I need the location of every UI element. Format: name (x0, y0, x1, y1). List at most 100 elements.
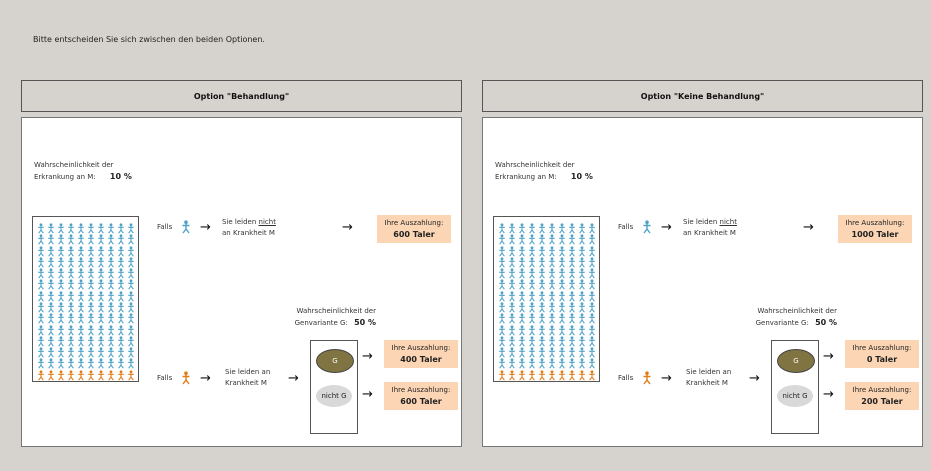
healthy-person-icon (577, 354, 587, 369)
healthy-person-icon (527, 219, 537, 234)
healthy-person-icon (517, 230, 527, 245)
healthy-person-icon (567, 264, 577, 279)
healthy-person-icon (587, 354, 597, 369)
healthy-person-icon (547, 253, 557, 268)
healthy-person-icon (497, 321, 507, 336)
healthy-person-icon (116, 219, 126, 234)
arrow-right-icon: → (803, 220, 814, 235)
healthy-person-icon (56, 264, 66, 279)
option-keine-behandlung-button[interactable]: Option "Keine Behandlung" (482, 80, 923, 112)
healthy-person-icon (557, 242, 567, 257)
sick-person-icon (547, 366, 557, 381)
healthy-person-icon (126, 309, 136, 324)
gene-prob-label: Wahrscheinlichkeit der Genvariante G: 50… (745, 306, 837, 329)
arrow-right-icon: → (749, 371, 760, 386)
healthy-person-icon (86, 298, 96, 313)
healthy-person-icon (46, 253, 56, 268)
healthy-person-icon (56, 287, 66, 302)
sick-person-icon (46, 366, 56, 381)
healthy-person-icon (517, 253, 527, 268)
healthy-person-icon (36, 219, 46, 234)
healthy-person-icon (76, 298, 86, 313)
healthy-person-icon (537, 343, 547, 358)
healthy-person-icon (116, 253, 126, 268)
gene-not-g-ellipse: nicht G (316, 385, 352, 407)
healthy-person-icon (547, 354, 557, 369)
healthy-person-icon (76, 242, 86, 257)
healthy-person-icon (517, 309, 527, 324)
healthy-person-icon (66, 332, 76, 347)
disease-prob-label: Wahrscheinlichkeit der Erkrankung an M: … (495, 160, 593, 183)
healthy-person-icon (126, 242, 136, 257)
healthy-person-icon (547, 242, 557, 257)
sick-person-icon (126, 366, 136, 381)
sick-person-icon (527, 366, 537, 381)
healthy-person-icon (46, 332, 56, 347)
healthy-person-icon (66, 242, 76, 257)
healthy-person-icon (66, 321, 76, 336)
healthy-person-icon (537, 253, 547, 268)
healthy-person-icon (527, 264, 537, 279)
healthy-person-icon (66, 230, 76, 245)
healthy-person-icon (567, 253, 577, 268)
payout-healthy: Ihre Auszahlung: 1000 Taler (838, 215, 912, 243)
healthy-person-icon (116, 242, 126, 257)
healthy-person-icon (567, 287, 577, 302)
arrow-right-icon: → (362, 387, 373, 402)
healthy-person-icon (587, 253, 597, 268)
healthy-person-icon (126, 287, 136, 302)
healthy-person-icon (96, 230, 106, 245)
healthy-person-icon (46, 343, 56, 358)
healthy-person-icon (96, 309, 106, 324)
healthy-person-icon (116, 287, 126, 302)
healthy-person-icon (76, 230, 86, 245)
healthy-person-icon (547, 287, 557, 302)
healthy-person-icon (497, 309, 507, 324)
falls-sick-label: Falls (157, 374, 173, 382)
healthy-person-icon (76, 332, 86, 347)
healthy-person-icon (557, 332, 567, 347)
arrow-right-icon: → (288, 371, 299, 386)
healthy-person-icon (557, 298, 567, 313)
healthy-person-icon (86, 230, 96, 245)
healthy-person-icon (46, 287, 56, 302)
healthy-person-icon (106, 230, 116, 245)
arrow-right-icon: → (661, 220, 672, 235)
healthy-person-icon (86, 321, 96, 336)
healthy-person-icon (96, 253, 106, 268)
healthy-person-icon (126, 275, 136, 290)
sick-person-icon (567, 366, 577, 381)
healthy-person-icon (577, 321, 587, 336)
healthy-person-icon (537, 298, 547, 313)
healthy-person-icon (116, 354, 126, 369)
healthy-person-icon (106, 219, 116, 234)
healthy-person-icon (96, 298, 106, 313)
healthy-person-icon (126, 253, 136, 268)
healthy-person-icon (567, 242, 577, 257)
option-behandlung-button[interactable]: Option "Behandlung" (21, 80, 462, 112)
healthy-person-icon (537, 230, 547, 245)
healthy-person-icon (56, 230, 66, 245)
healthy-person-icon (76, 343, 86, 358)
payout-healthy-value: 600 Taler (393, 230, 435, 239)
sick-person-icon (96, 366, 106, 381)
healthy-person-icon (497, 242, 507, 257)
option-behandlung-panel: Wahrscheinlichkeit der Erkrankung an M: … (21, 117, 462, 447)
disease-prob-label: Wahrscheinlichkeit der Erkrankung an M: … (34, 160, 132, 183)
healthy-person-icon (517, 332, 527, 347)
healthy-person-icon (66, 298, 76, 313)
healthy-person-icon (547, 264, 557, 279)
sick-outcome-text: Sie leiden an Krankheit M (686, 367, 731, 389)
healthy-person-icon (46, 264, 56, 279)
healthy-person-icon (126, 321, 136, 336)
disease-prob-label-line1: Wahrscheinlichkeit der (495, 161, 575, 169)
healthy-person-icon (106, 264, 116, 279)
healthy-person-icon (577, 343, 587, 358)
payout-label: Ihre Auszahlung: (852, 386, 912, 394)
healthy-person-icon (116, 332, 126, 347)
healthy-person-icon (76, 321, 86, 336)
healthy-person-icon (557, 309, 567, 324)
healthy-person-icon (547, 230, 557, 245)
healthy-person-icon (66, 253, 76, 268)
healthy-person-icon (46, 242, 56, 257)
